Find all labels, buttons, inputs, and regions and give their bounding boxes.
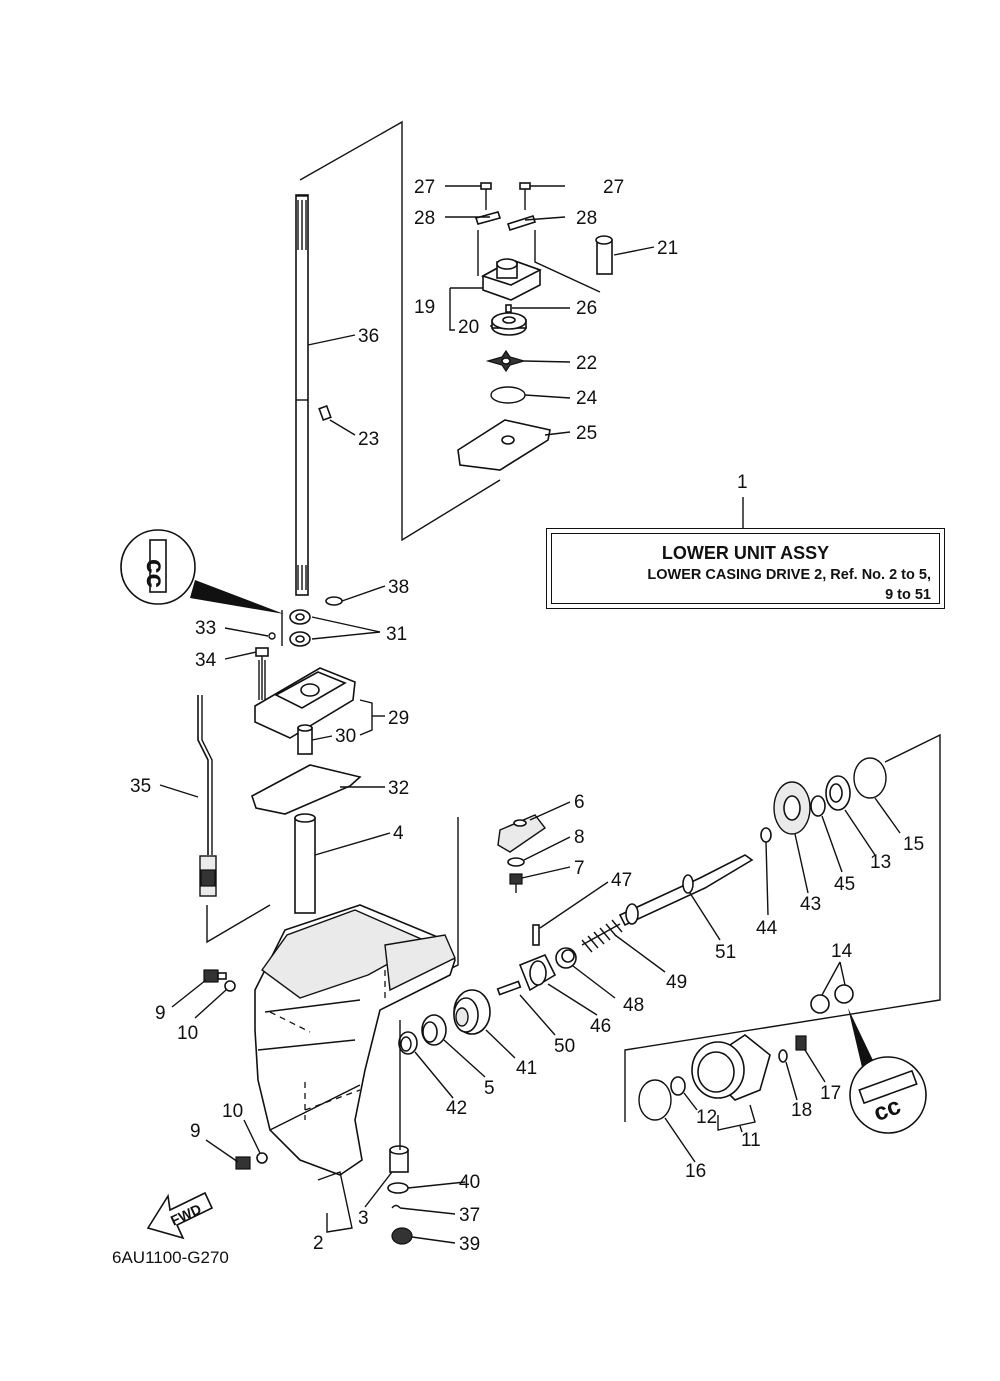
assy-title: LOWER UNIT ASSY (661, 543, 830, 563)
label-17: 17 (820, 1083, 841, 1104)
label-41: 41 (516, 1058, 537, 1079)
shift-rod-part (197, 695, 217, 897)
label-47: 47 (611, 870, 632, 891)
callout-text-upper: cc (141, 559, 171, 588)
label-31: 31 (386, 624, 407, 645)
fwd-label: FWD (168, 1201, 204, 1229)
fwd-arrow: FWD (146, 1191, 214, 1240)
label-51: 51 (715, 942, 736, 963)
drive-shaft-part (295, 194, 309, 596)
label-19: 19 (414, 297, 435, 318)
label-37: 37 (459, 1205, 480, 1226)
label-32: 32 (388, 778, 409, 799)
gasket-part (251, 764, 362, 815)
lower-hardware-parts (387, 1145, 413, 1245)
label-22: 22 (576, 353, 597, 374)
label-14: 14 (831, 941, 853, 962)
label-28b: 28 (576, 208, 597, 229)
label-39: 39 (459, 1234, 480, 1255)
label-36: 36 (358, 326, 379, 347)
label-46: 46 (590, 1016, 611, 1037)
label-25: 25 (576, 423, 597, 444)
label-29: 29 (388, 708, 409, 729)
label-50: 50 (554, 1036, 575, 1057)
label-10a: 10 (177, 1023, 198, 1044)
prop-shaft-housing-part (638, 984, 854, 1121)
label-6: 6 (574, 792, 585, 813)
label-42: 42 (446, 1098, 467, 1119)
label-26: 26 (576, 298, 597, 319)
label-8: 8 (574, 827, 585, 848)
assy-description-line2: 9 to 51 (885, 587, 931, 603)
label-13: 13 (870, 852, 891, 873)
label-3: 3 (358, 1208, 369, 1229)
callout-circle-upper: cc (120, 529, 284, 614)
lower-casing-part (254, 904, 456, 1176)
label-15: 15 (903, 834, 924, 855)
label-28a: 28 (414, 208, 435, 229)
label-23: 23 (358, 429, 379, 450)
key-part (318, 404, 332, 422)
label-34: 34 (195, 650, 217, 671)
label-10b: 10 (222, 1101, 243, 1122)
reference-labels: 27 27 28 28 21 19 26 20 22 24 25 36 23 3… (112, 177, 924, 1267)
lower-unit-assy-inner-border: LOWER UNIT ASSY LOWER CASING DRIVE 2, Re… (551, 533, 940, 604)
label-4: 4 (393, 823, 404, 844)
label-9a: 9 (155, 1003, 166, 1024)
label-40: 40 (459, 1172, 480, 1193)
lower-unit-assy-box: LOWER UNIT ASSY LOWER CASING DRIVE 2, Re… (546, 528, 945, 609)
propeller-shaft-parts (398, 757, 887, 1055)
water-tube-part (294, 813, 316, 914)
title-box-ref-label: 1 (737, 472, 748, 493)
bearing-housing-part (254, 667, 356, 739)
label-35: 35 (130, 776, 151, 797)
label-18: 18 (791, 1100, 812, 1121)
label-48: 48 (623, 995, 644, 1016)
label-33: 33 (195, 618, 216, 639)
label-5: 5 (484, 1078, 495, 1099)
label-2: 2 (313, 1233, 324, 1254)
label-30: 30 (335, 726, 356, 747)
bushing-part (297, 724, 313, 755)
label-7: 7 (574, 858, 585, 879)
bolts-washers (203, 969, 268, 1170)
label-43: 43 (800, 894, 821, 915)
label-27b: 27 (603, 177, 624, 198)
leader-lines (159, 185, 901, 1244)
label-27a: 27 (414, 177, 435, 198)
label-44: 44 (756, 918, 778, 939)
label-16: 16 (685, 1161, 706, 1182)
label-38: 38 (388, 577, 409, 598)
label-21: 21 (657, 238, 678, 259)
diagram-code: 6AU1100-G270 (112, 1248, 229, 1267)
callout-circle-lower: cc (848, 1008, 927, 1134)
label-24: 24 (576, 388, 598, 409)
assy-description-line1: LOWER CASING DRIVE 2, Ref. No. 2 to 5, (647, 567, 931, 583)
bearings-upper (268, 596, 343, 647)
label-11: 11 (741, 1130, 761, 1151)
label-20: 20 (458, 317, 479, 338)
label-49: 49 (666, 972, 687, 993)
label-12: 12 (696, 1107, 717, 1128)
label-9b: 9 (190, 1121, 201, 1142)
water-pump-parts (457, 182, 613, 471)
bolt-part (255, 647, 269, 700)
label-45: 45 (834, 874, 855, 895)
